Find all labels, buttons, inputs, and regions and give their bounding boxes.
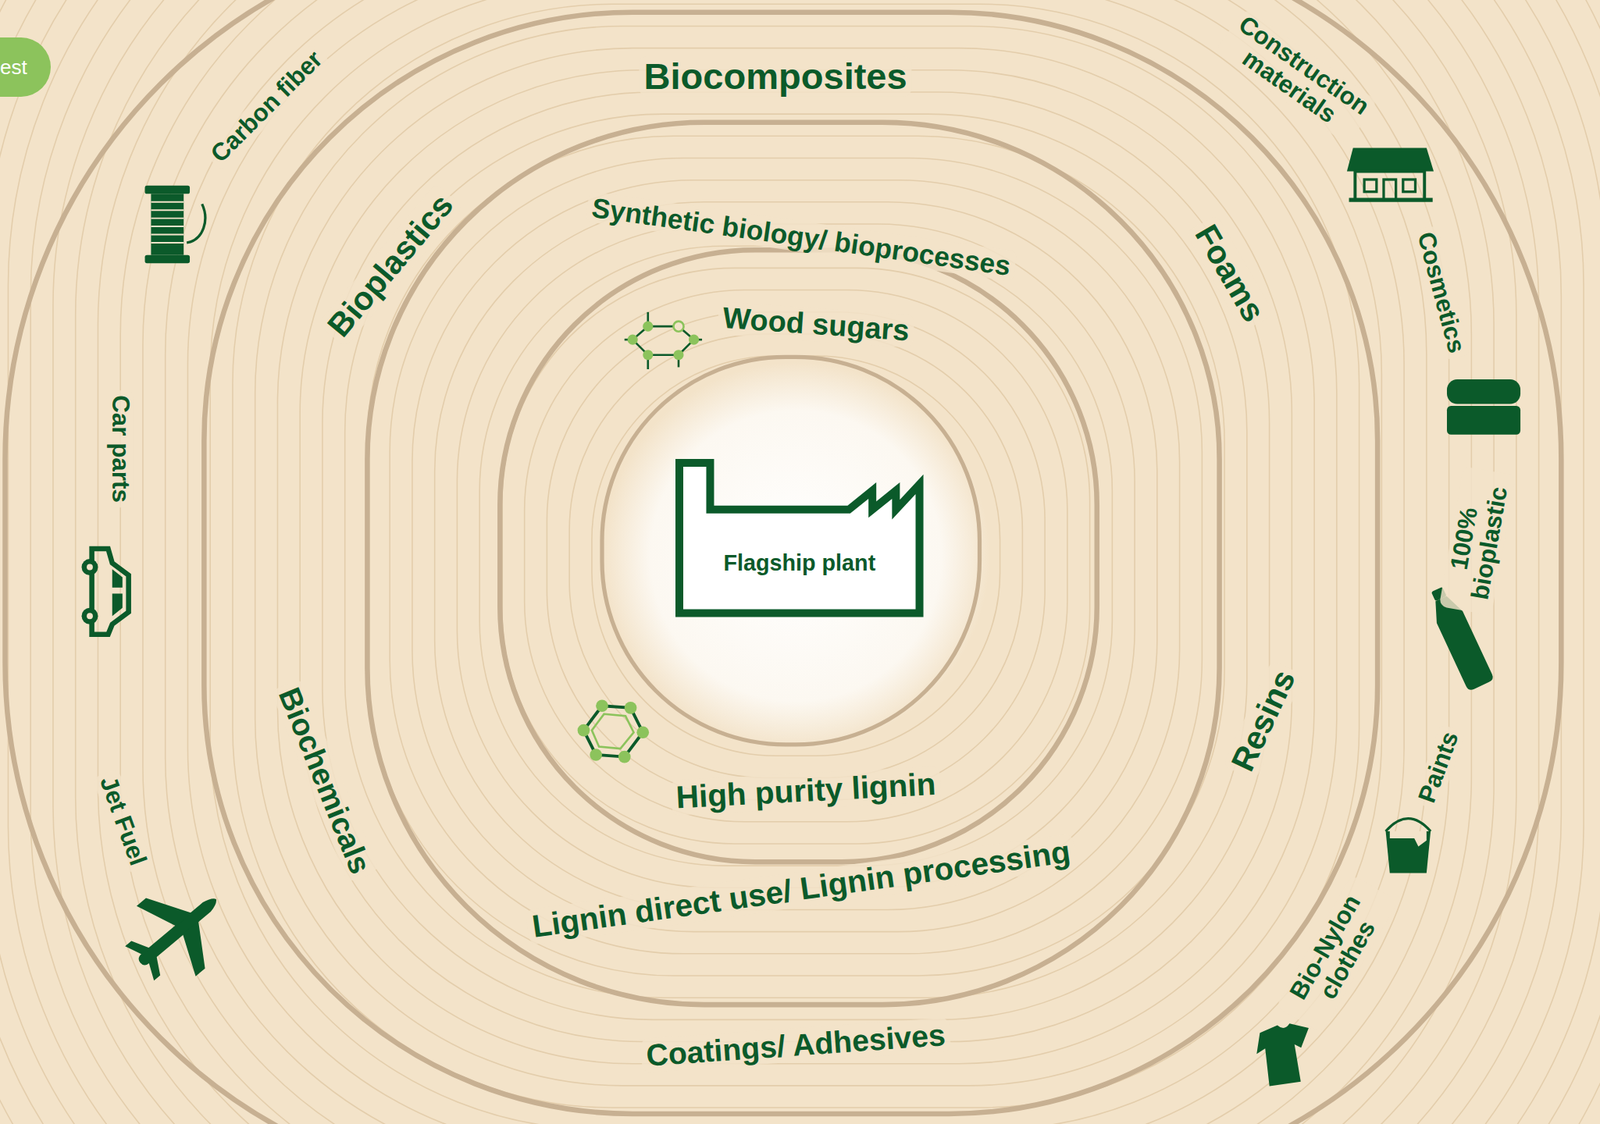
fine-ring [434, 202, 1158, 911]
node-label: Flagship plant [723, 550, 876, 577]
fine-ring [524, 290, 1068, 823]
factory-box: Flagship plant [675, 459, 924, 618]
fine-ring [389, 157, 1202, 954]
fine-ring [120, 0, 1472, 1124]
fine-ring [591, 356, 1001, 756]
fine-ring [142, 0, 1450, 1124]
fine-ring [232, 3, 1360, 1109]
spool-icon [145, 185, 206, 264]
ring-label: Biocomposites [639, 56, 913, 97]
fine-ring [299, 70, 1292, 1043]
fine-ring [7, 0, 1584, 1124]
fine-ring [210, 0, 1382, 1124]
fine-ring [255, 25, 1337, 1086]
fine-ring [75, 0, 1517, 1124]
plane-icon [110, 864, 246, 999]
shop-icon [1346, 147, 1434, 202]
fine-ring [479, 245, 1112, 866]
factory-outline [675, 459, 924, 618]
fine-ring [546, 312, 1045, 801]
fine-ring [367, 135, 1225, 977]
fine-ring [165, 0, 1427, 1124]
tab-text: est [0, 56, 51, 79]
car-icon [81, 548, 129, 635]
fine-ring [345, 114, 1248, 998]
fine-ring [30, 0, 1561, 1124]
fine-ring [187, 0, 1405, 1124]
shirt-icon [1253, 1021, 1316, 1088]
molecule-icon [624, 312, 703, 370]
major-rings [5, 0, 1562, 1124]
fine-ring [97, 0, 1494, 1124]
fine-ring [456, 224, 1135, 888]
fine-ring [569, 334, 1023, 779]
core [602, 362, 991, 751]
fine-ring [412, 180, 1180, 933]
jar-icon [1446, 379, 1521, 435]
ring-label: Car parts [106, 390, 135, 508]
fine-ring [53, 0, 1540, 1124]
fine-ring [322, 92, 1270, 1020]
molecule-icon [577, 699, 649, 763]
fine-ring [277, 48, 1315, 1065]
fine-ring [502, 267, 1091, 845]
paint-icon [1386, 819, 1431, 874]
